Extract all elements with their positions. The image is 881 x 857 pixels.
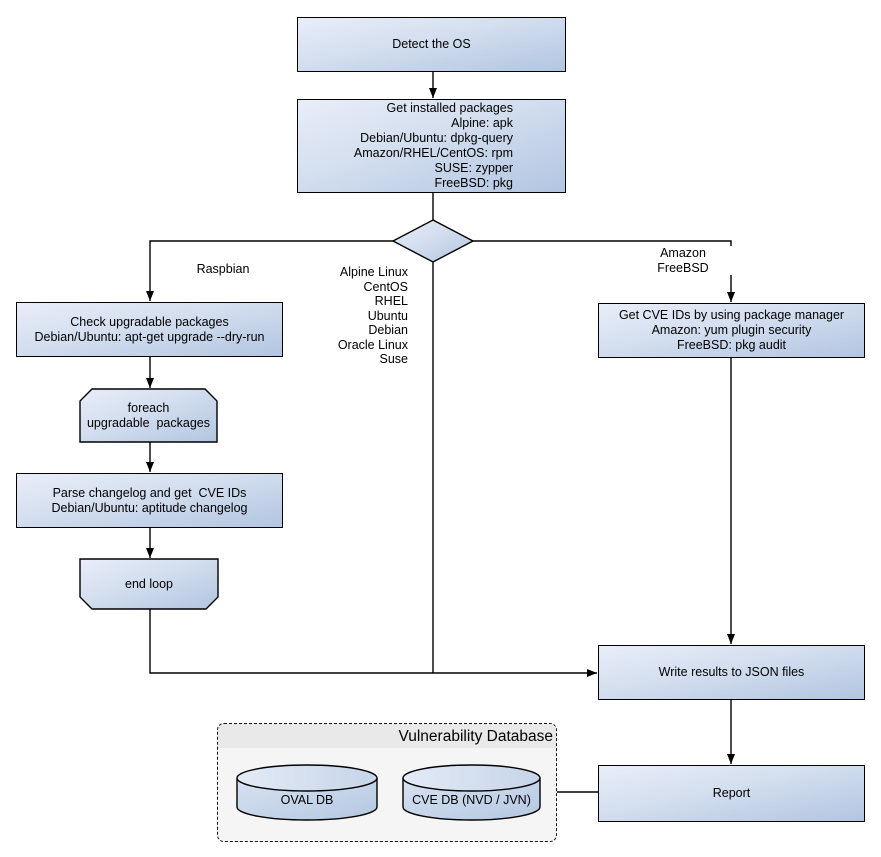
node-line: Parse changelog and get CVE IDs <box>52 485 247 500</box>
node-label: Write results to JSON files <box>658 665 805 679</box>
node-line: Get CVE IDs by using package manager <box>618 308 845 322</box>
edge-label-text: Ubuntu <box>367 308 408 323</box>
edge-label-text: Amazon <box>660 246 706 260</box>
node-line: Amazon/RHEL/CentOS: rpm <box>353 146 513 160</box>
edge-label-text: RHEL <box>374 294 408 308</box>
node-line: FreeBSD: pkg audit <box>676 338 787 352</box>
node-label: Detect the OS <box>392 37 471 51</box>
end-loop-shape <box>79 558 219 610</box>
oval-db-cylinder-top <box>236 764 378 792</box>
node-line: Debian/Ubuntu: aptitude changelog <box>51 500 248 515</box>
edge-label-text: Suse <box>379 352 409 366</box>
edge-label-text: Debian <box>368 323 408 337</box>
node-get-cve-ids: Get CVE IDs by using package manager Ama… <box>598 303 865 358</box>
edge-label-raspbian: Raspbian <box>171 262 275 277</box>
node-line: Alpine: apk <box>451 116 513 130</box>
edge-decision-to-getcve <box>473 240 735 302</box>
node-parse-changelog: Parse changelog and get CVE IDs Debian/U… <box>16 473 283 528</box>
group-title: Vulnerability Database <box>398 728 553 745</box>
node-line: Debian/Ubuntu: dpkg-query <box>360 131 513 145</box>
edge-label-os-list: Alpine Linux CentOS RHEL Ubuntu Debian O… <box>300 265 410 367</box>
node-line: Get installed packages <box>386 101 513 115</box>
edge-label-amazon-freebsd: Amazon FreeBSD <box>631 246 735 275</box>
node-get-installed-packages: Get installed packages Alpine: apk Debia… <box>297 99 566 193</box>
node-line: Check upgradable packages <box>70 314 229 329</box>
cve-db-cylinder-top <box>402 764 541 792</box>
node-line: Amazon: yum plugin security <box>651 323 812 337</box>
os-decision-diamond <box>391 219 475 263</box>
node-check-upgradable-packages: Check upgradable packages Debian/Ubuntu:… <box>16 302 283 357</box>
edge-label-text: CentOS <box>363 279 408 294</box>
foreach-loop-shape <box>79 388 218 443</box>
node-report: Report <box>598 765 865 822</box>
group-header-band <box>218 724 556 748</box>
node-line: SUSE: zypper <box>434 161 513 175</box>
node-detect-os: Detect the OS <box>297 17 566 72</box>
node-write-results: Write results to JSON files <box>598 645 865 700</box>
node-label: Report <box>712 786 751 800</box>
node-line: FreeBSD: pkg <box>434 176 513 190</box>
edge-label-text: FreeBSD <box>657 260 709 275</box>
node-line: Debian/Ubuntu: apt-get upgrade --dry-run <box>34 329 265 344</box>
edge-label-text: Raspbian <box>196 262 250 276</box>
edge-decision-to-check <box>146 240 393 301</box>
edge-label-text: Alpine Linux <box>339 265 408 279</box>
edge-label-text: Oracle Linux <box>337 337 408 352</box>
edge-endloop-to-write <box>149 609 597 677</box>
